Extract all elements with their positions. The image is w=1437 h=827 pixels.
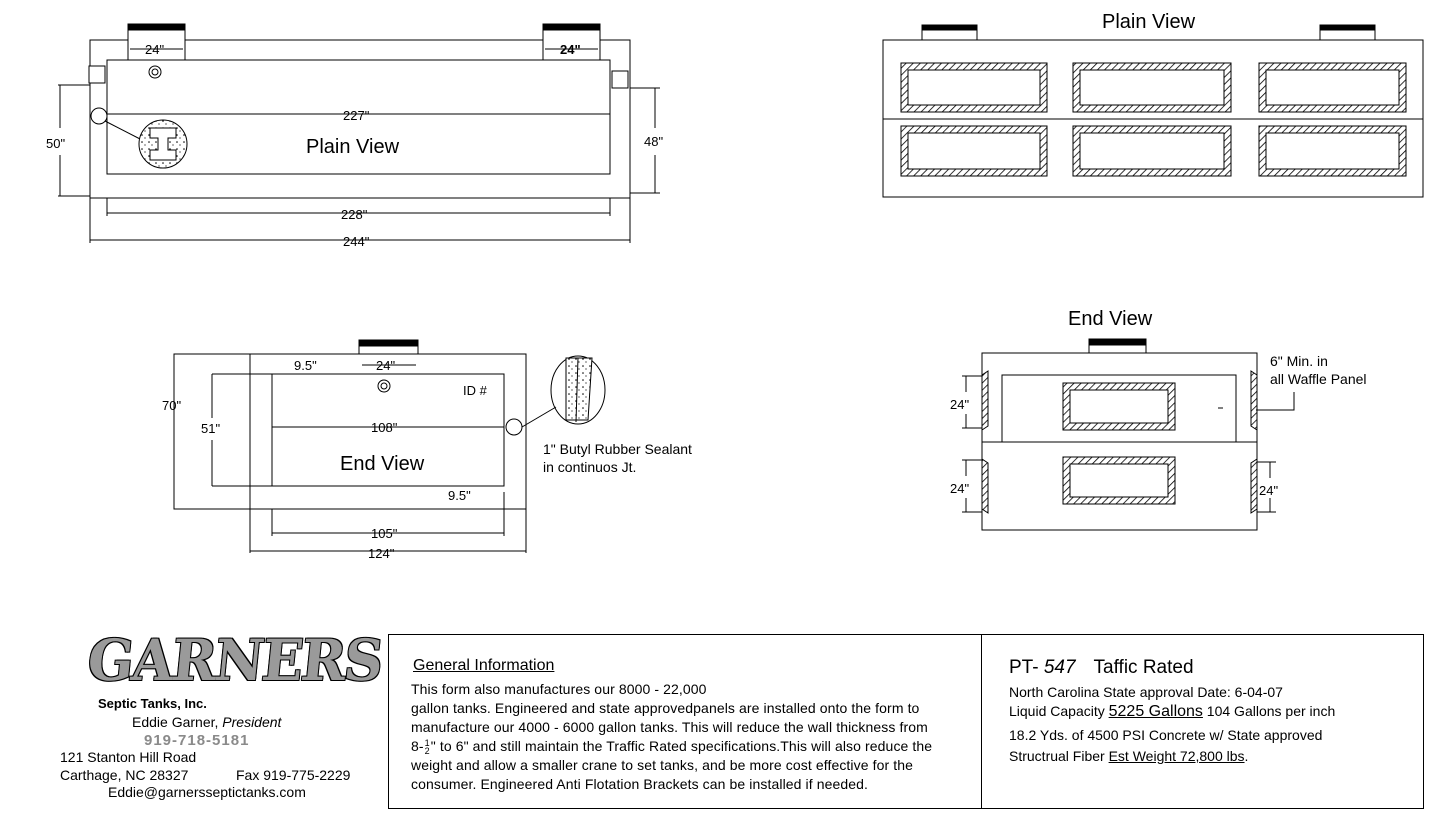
gi-frac-num: 1 (424, 738, 430, 749)
address-line2: Carthage, NC 28327 (60, 767, 189, 783)
dim-wall-right-bottom: 24" (1259, 483, 1278, 498)
outlet-pipe (611, 70, 629, 89)
owner-title: President (222, 714, 282, 730)
end-view-title: End View (340, 453, 425, 475)
concrete-spec: 18.2 Yds. of 4500 PSI Concrete w/ State … (1009, 727, 1323, 743)
tank-inner-outline (106, 59, 611, 175)
dim-124: 124" (368, 546, 395, 561)
dim-227: 227" (343, 108, 370, 123)
general-information-panel: General Information This form also manuf… (388, 634, 982, 809)
gallons-per-inch: 104 Gallons per inch (1202, 703, 1336, 719)
end-view-section-title: End View (1068, 308, 1153, 330)
dim-wall-left-bottom: 24" (950, 481, 969, 496)
dim-9-5-top: 9.5" (294, 358, 317, 373)
dim-105: 105" (371, 526, 398, 541)
traffic-rating: Taffic Rated (1093, 657, 1194, 678)
dim-108: 108" (371, 420, 398, 435)
owner-line: Eddie Garner, President (132, 714, 281, 730)
dim-end-riser: 24" (376, 358, 395, 373)
dim-wall-left-top: 24" (950, 397, 969, 412)
joint-detail-marker (90, 107, 108, 125)
capacity-label: Liquid Capacity (1009, 703, 1109, 719)
dim-riser-right: 24" (560, 42, 581, 57)
approval-date: North Carolina State approval Date: 6-04… (1009, 684, 1283, 700)
top-plain-view (882, 24, 1424, 198)
company-phone: 919-718-5181 (144, 732, 250, 749)
pt-prefix: PT- (1009, 657, 1044, 678)
waffle-note-line2: all Waffle Panel (1270, 371, 1367, 387)
lift-hole-icon (377, 379, 391, 393)
pt-number: 547 (1043, 657, 1076, 678)
gi-line: manufacture our 4000 - 6000 gallon tanks… (411, 719, 928, 735)
sealant-detail-icon (550, 355, 606, 425)
dim-70: 70" (162, 398, 181, 413)
riser-right (1319, 29, 1376, 41)
end-riser (358, 345, 419, 355)
dim-244: 244" (343, 234, 370, 249)
capacity-row: Liquid Capacity 5225 Gallons 104 Gallons… (1009, 703, 1335, 721)
company-email: Eddie@garnersseptictanks.com (108, 784, 306, 800)
general-information-body: This form also manufactures our 8000 - 2… (411, 680, 981, 794)
riser-left (127, 29, 186, 61)
lift-hole-icon (148, 65, 162, 79)
general-information-title: General Information (413, 657, 555, 674)
inlet-pipe (88, 65, 106, 84)
dim-9-5-bottom: 9.5" (448, 488, 471, 503)
side-plain-view (58, 23, 660, 243)
gi-frac-den: 2 (424, 746, 430, 757)
end-section-riser (1088, 344, 1147, 354)
dim-51: 51" (201, 421, 220, 436)
owner-name: Eddie Garner, (132, 714, 223, 730)
top-plain-view-title: Plain View (1102, 11, 1196, 33)
estimated-weight: Est Weight 72,800 lbs (1108, 748, 1245, 764)
id-label: ID # (463, 383, 488, 398)
side-plain-view-title: Plain View (306, 136, 400, 158)
capacity-value: 5225 Gallons (1108, 703, 1203, 720)
fiber-label: Structrual Fiber (1009, 748, 1109, 764)
company-logo: GARNERS (84, 626, 385, 694)
company-subtitle: Septic Tanks, Inc. (98, 696, 207, 711)
dim-riser-left: 24" (145, 42, 164, 57)
dim-48: 48" (644, 134, 663, 149)
gi-line: This form also manufactures our 8000 - 2… (411, 681, 707, 697)
company-logo-block: GARNERS Septic Tanks, Inc. Eddie Garner,… (60, 626, 385, 808)
end-view (173, 339, 606, 553)
dim-228: 228" (341, 207, 368, 222)
spec-title-row: PT- 547 Taffic Rated (1009, 657, 1194, 679)
riser-right (542, 29, 601, 61)
sealant-detail-marker (505, 418, 523, 436)
gi-line4-rest: " to 6" and still maintain the Traffic R… (430, 738, 933, 754)
tank-outer-outline (89, 39, 631, 199)
gi-line: consumer. Engineered Anti Flotation Brac… (411, 776, 869, 792)
address-line1: 121 Stanton Hill Road (60, 749, 197, 765)
waffle-note-line1: 6" Min. in (1270, 353, 1328, 369)
sealant-note-line2: in continuos Jt. (543, 459, 636, 475)
company-fax: Fax 919-775-2229 (236, 767, 351, 783)
gi-line: weight and allow a smaller crane to set … (411, 757, 913, 773)
fiber-weight-row: Structrual Fiber Est Weight 72,800 lbs. (1009, 748, 1248, 764)
end-view-section (962, 338, 1295, 531)
dim-50: 50" (46, 136, 65, 151)
riser-left (921, 29, 978, 41)
gi-frac-whole: 8- (411, 738, 424, 754)
gi-line: gallon tanks. Engineered and state appro… (411, 700, 920, 716)
tank-spec-panel: PT- 547 Taffic Rated North Carolina State… (981, 634, 1424, 809)
sealant-note-line1: 1" Butyl Rubber Sealant (543, 441, 692, 457)
weight-suffix: . (1244, 748, 1249, 764)
